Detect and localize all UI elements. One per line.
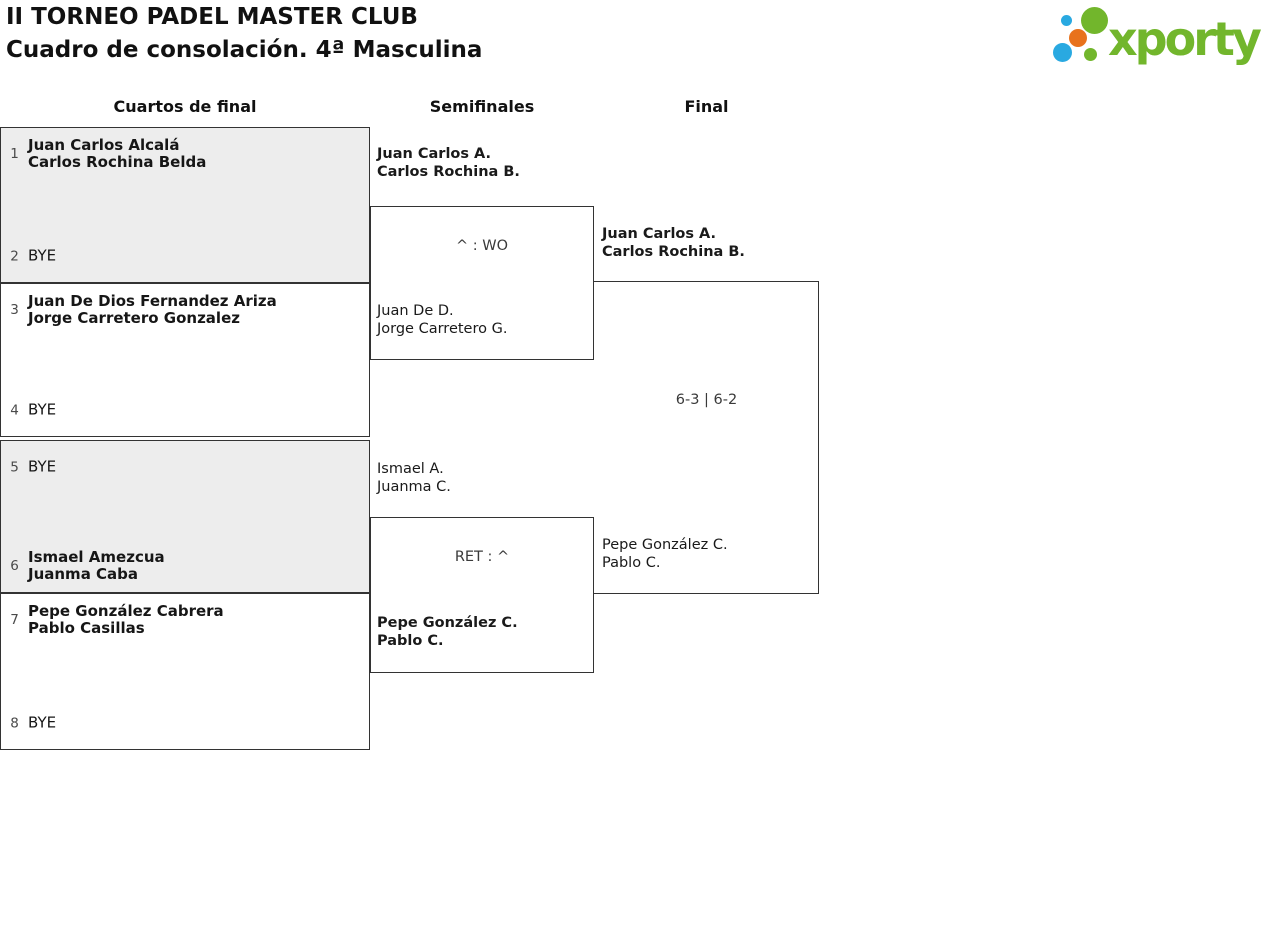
qf3-team-bottom: 6 Ismael Amezcua Juanma Caba	[8, 549, 363, 583]
seed-number: 2	[10, 248, 19, 264]
qf2-team-bottom: 4 BYE	[8, 400, 363, 419]
round-header-cuartos: Cuartos de final	[113, 97, 257, 116]
sf2-team-bottom: Pepe González C. Pablo C.	[377, 615, 518, 649]
logo-dot-orange	[1069, 29, 1087, 47]
final-team-bottom: Pepe González C. Pablo C.	[602, 537, 728, 571]
sf-match-1[interactable]	[370, 206, 594, 360]
seed-number: 4	[10, 402, 19, 418]
sf1-team-top: Juan Carlos A. Carlos Rochina B.	[377, 146, 520, 180]
sf1-team-bottom: Juan De D. Jorge Carretero G.	[377, 303, 508, 337]
qf4-team-bottom: 8 BYE	[8, 713, 363, 732]
logo-dot-blue-small	[1061, 15, 1072, 26]
final-match[interactable]	[594, 281, 819, 594]
sf2-score: RET : ^	[454, 549, 510, 565]
qf1-team-top: 1 Juan Carlos Alcalá Carlos Rochina Beld…	[8, 137, 363, 171]
seed-number: 1	[10, 146, 19, 162]
logo-dot-green-large	[1081, 7, 1108, 34]
seed-number: 8	[10, 715, 19, 731]
round-header-semifinales: Semifinales	[429, 97, 535, 116]
seed-number: 7	[10, 612, 19, 628]
sf2-team-top: Ismael A. Juanma C.	[377, 461, 451, 495]
round-header-final: Final	[684, 97, 729, 116]
final-team-top: Juan Carlos A. Carlos Rochina B.	[602, 226, 745, 260]
logo-dot-blue-large	[1053, 43, 1072, 62]
logo-wordmark: xporty	[1108, 12, 1262, 66]
team-names: BYE	[28, 457, 57, 476]
qf-match-3[interactable]: 5 BYE 6 Ismael Amezcua Juanma Caba	[0, 440, 370, 593]
qf-match-2[interactable]: 3 Juan De Dios Fernandez Ariza Jorge Car…	[0, 283, 370, 437]
team-names: Juan Carlos Alcalá Carlos Rochina Belda	[28, 136, 207, 171]
page-subtitle: Cuadro de consolación. 4ª Masculina	[6, 37, 483, 63]
team-names: Juan De Dios Fernandez Ariza Jorge Carre…	[28, 292, 277, 327]
qf-match-1[interactable]: 1 Juan Carlos Alcalá Carlos Rochina Beld…	[0, 127, 370, 283]
page-title: II TORNEO PADEL MASTER CLUB	[6, 4, 418, 30]
team-names: Ismael Amezcua Juanma Caba	[28, 548, 165, 583]
team-names: Pepe González Cabrera Pablo Casillas	[28, 602, 224, 637]
qf2-team-top: 3 Juan De Dios Fernandez Ariza Jorge Car…	[8, 293, 363, 327]
sf1-score: ^ : WO	[455, 238, 508, 254]
team-names: BYE	[28, 400, 57, 419]
qf-match-4[interactable]: 7 Pepe González Cabrera Pablo Casillas 8…	[0, 593, 370, 750]
final-score: 6-3 | 6-2	[675, 392, 738, 408]
seed-number: 3	[10, 302, 19, 318]
team-names: BYE	[28, 713, 57, 732]
sf-match-2[interactable]	[370, 517, 594, 673]
qf4-team-top: 7 Pepe González Cabrera Pablo Casillas	[8, 603, 363, 637]
seed-number: 6	[10, 558, 19, 574]
xporty-logo[interactable]: xporty	[1048, 0, 1280, 80]
qf3-team-top: 5 BYE	[8, 457, 363, 476]
logo-dot-green-small	[1084, 48, 1097, 61]
team-names: BYE	[28, 246, 57, 265]
qf1-team-bottom: 2 BYE	[8, 246, 363, 265]
seed-number: 5	[10, 459, 19, 475]
